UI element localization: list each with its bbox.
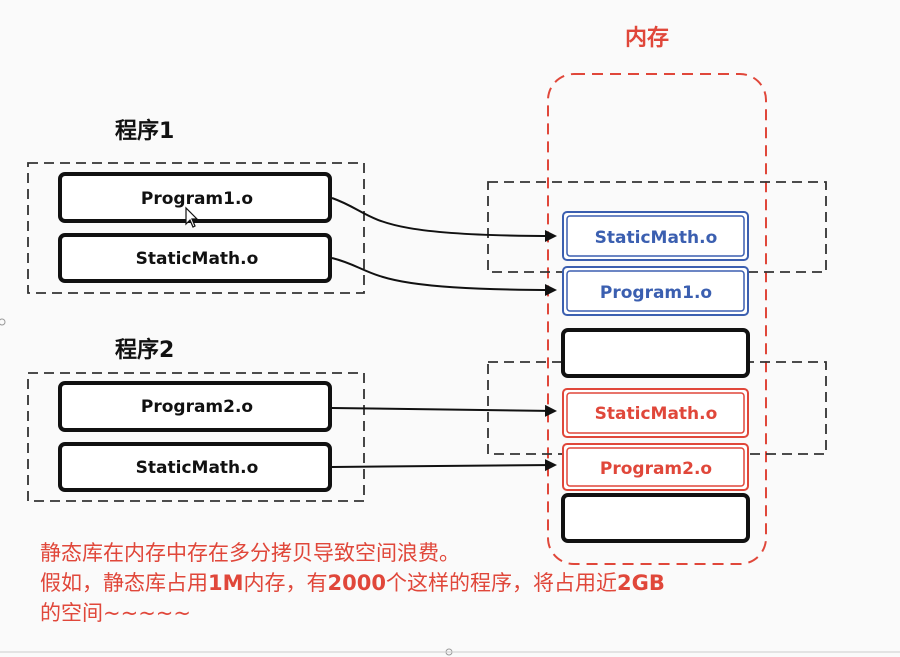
caption-line-3: 的空间~~~~~ (40, 601, 191, 625)
program2-module-program2o (58, 381, 332, 432)
memory-block-empty-1 (561, 328, 750, 378)
caption-line-1: 静态库在内存中存在多分拷贝导致空间浪费。 (40, 541, 460, 565)
memory-region (547, 73, 767, 565)
program2-group (27, 372, 365, 502)
arrow-staticmath1-to-memory (331, 257, 557, 296)
caption-line-2-size: 1M (208, 571, 244, 595)
memory-block-staticmath-2: StaticMath.o (562, 388, 749, 438)
memory-title: 内存 (625, 25, 669, 51)
slide-handle-left (0, 318, 6, 326)
memory-block-staticmath-1: StaticMath.o (562, 211, 749, 261)
program2-title: 程序2 (115, 337, 174, 363)
arrow-program2o-to-memory (331, 404, 557, 417)
program2-module-program2o-label: Program2.o (141, 397, 253, 417)
memory-block-staticmath-1-label: StaticMath.o (595, 228, 718, 248)
program1-group (27, 162, 365, 294)
program1-module-program1o (58, 172, 332, 223)
program1-module-staticmath (58, 233, 332, 283)
caption-line-2-total: 2GB (616, 571, 665, 595)
mouse-cursor-icon (185, 206, 199, 228)
program1-module-staticmath-label: StaticMath.o (136, 249, 259, 269)
caption: 静态库在内存中存在多分拷贝导致空间浪费。 假如，静态库占用1M内存，有2000个… (40, 538, 665, 628)
caption-line-2-count: 2000 (327, 571, 386, 595)
caption-line-2-part-c: 内存，有 (243, 571, 328, 595)
memory-block-program1o: Program1.o (562, 266, 749, 316)
arrow-program1o-to-memory (331, 197, 557, 242)
program1-module-program1o-label: Program1.o (141, 189, 253, 209)
caption-line-2-part-a: 假如，静态库占用 (40, 571, 208, 595)
memory-block-staticmath-2-label: StaticMath.o (595, 404, 718, 424)
caption-line-2: 假如，静态库占用1M内存，有2000个这样的程序，将占用近2GB (40, 568, 665, 598)
caption-line-2-part-e: 个这样的程序，将占用近 (385, 571, 617, 595)
program2-module-staticmath (58, 442, 332, 492)
memory-block-program2o-label: Program2.o (600, 459, 712, 479)
memory-block-program1o-label: Program1.o (600, 283, 712, 303)
memory-block-empty-2 (561, 493, 750, 543)
program2-module-staticmath-label: StaticMath.o (136, 458, 259, 478)
arrow-staticmath2-to-memory (331, 459, 557, 472)
memory-block-program2o: Program2.o (562, 443, 749, 491)
program1-title: 程序1 (115, 118, 174, 144)
